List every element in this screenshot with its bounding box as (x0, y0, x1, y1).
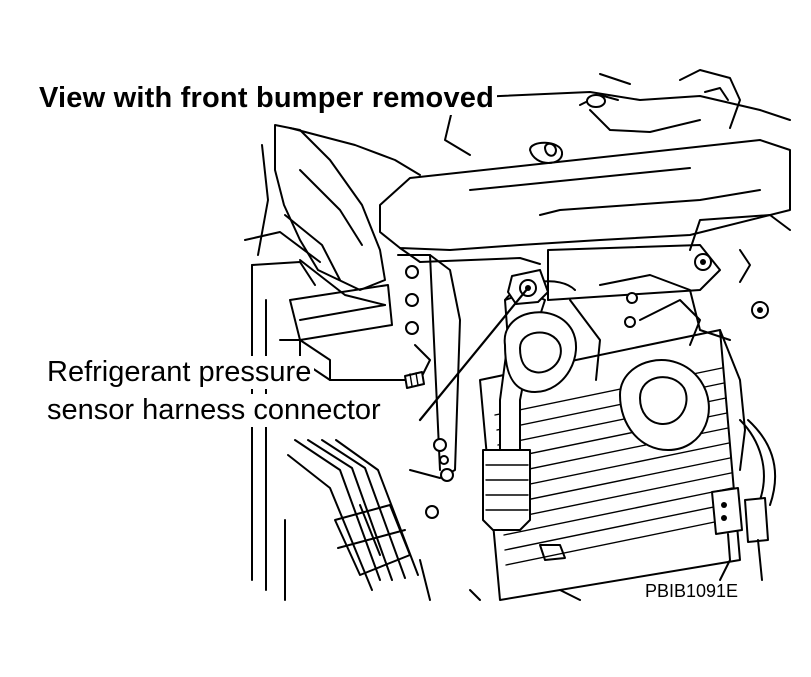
lower-grille (284, 439, 431, 601)
callout-label-line2: sensor harness connector (44, 394, 384, 427)
bumper-bracket (279, 254, 461, 519)
figure-id: PBIB1091E (645, 581, 739, 601)
bolt-left (404, 371, 425, 389)
callout-leader-line (418, 286, 530, 422)
horn-right (619, 299, 710, 451)
left-fender-housing (244, 124, 421, 591)
right-bracket (547, 214, 791, 471)
diagram-title: View with front bumper removed (36, 82, 498, 115)
wire-harness (711, 419, 777, 581)
horn-left (503, 299, 601, 393)
callout-label-line1: Refrigerant pressure (44, 356, 315, 389)
